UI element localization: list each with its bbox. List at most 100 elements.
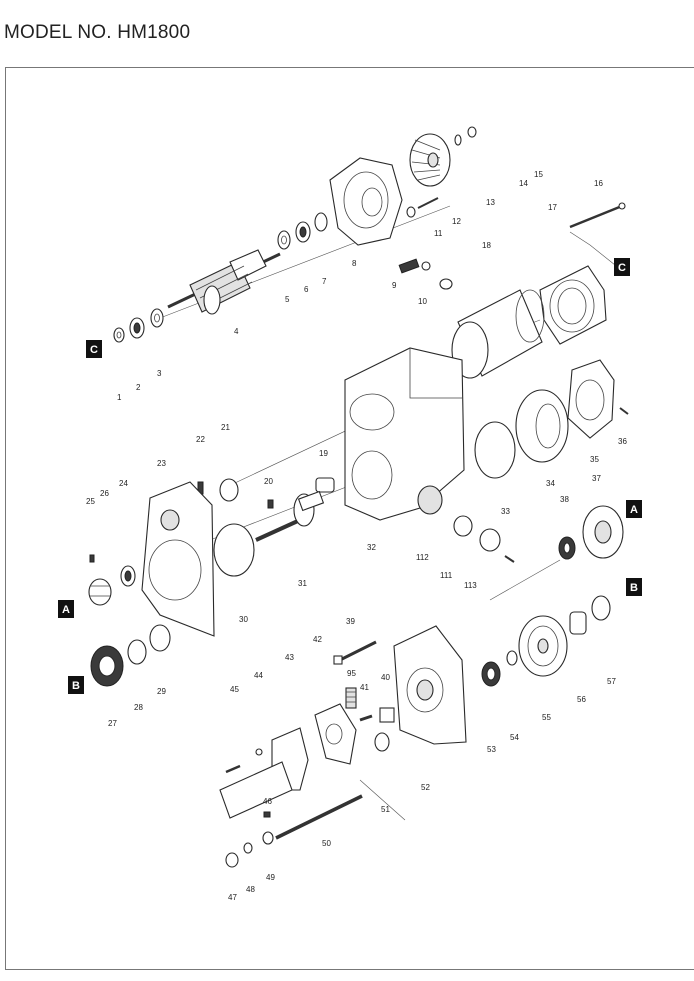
svg-text:A: A	[630, 504, 638, 516]
part-number-labels: 1 2 3 4 5 6 7 8 9 10 11 12 13 14 15 16 1…	[86, 170, 627, 902]
part-19-bushing	[315, 477, 335, 493]
part-11-washer	[406, 206, 416, 218]
part-5-washer	[277, 230, 291, 250]
part-41-plunger	[359, 714, 373, 722]
reference-marker-c-right: C	[614, 258, 630, 276]
part-13-fan	[409, 133, 451, 187]
label-part-40: 40	[381, 673, 390, 682]
label-part-23: 23	[157, 459, 166, 468]
label-part-21: 21	[221, 423, 230, 432]
part-50-shaft	[275, 794, 363, 840]
svg-text:B: B	[72, 680, 80, 692]
part-48-washer	[243, 842, 253, 854]
part-1-washer	[113, 327, 125, 343]
part-112-plate	[453, 515, 473, 537]
part-95-spring	[345, 687, 357, 709]
part-44-pin	[255, 748, 263, 756]
part-30-gasket	[213, 523, 255, 577]
label-part-20: 20	[264, 477, 273, 486]
label-part-51: 51	[381, 805, 390, 814]
part-52-lower-housing	[393, 625, 467, 745]
part-7-ring	[314, 212, 328, 232]
svg-text:C: C	[90, 344, 98, 356]
part-42-flange	[314, 703, 357, 765]
part-31-crank-shaft	[255, 490, 325, 542]
label-part-39: 39	[346, 617, 355, 626]
label-part-52: 52	[421, 783, 430, 792]
label-part-14: 14	[519, 179, 528, 188]
part-25-key	[89, 554, 95, 563]
part-39-bolt	[333, 640, 377, 665]
label-part-32: 32	[367, 543, 376, 552]
part-17-field	[539, 265, 607, 345]
part-53-bearing	[481, 661, 501, 687]
part-38-bearing	[558, 536, 576, 560]
label-part-13: 13	[486, 198, 495, 207]
label-part-34: 34	[546, 479, 555, 488]
label-part-28: 28	[134, 703, 143, 712]
model-title: MODEL NO. HM1800	[4, 22, 191, 43]
label-part-26: 26	[100, 489, 109, 498]
part-46-key	[263, 811, 271, 818]
part-6-bearing	[295, 221, 311, 243]
part-27-bearing	[90, 645, 124, 687]
part-49-washer	[262, 831, 274, 845]
label-part-1: 1	[117, 393, 122, 402]
label-part-50: 50	[322, 839, 331, 848]
part-12-screw	[417, 197, 439, 209]
reference-marker-b-left: B	[68, 676, 84, 694]
label-part-5: 5	[285, 295, 290, 304]
label-part-111: 111	[440, 571, 453, 580]
svg-text:A: A	[62, 604, 70, 616]
label-part-30: 30	[239, 615, 248, 624]
part-23-gear-cover	[141, 481, 215, 637]
label-part-46: 46	[263, 797, 272, 806]
part-45-screw	[225, 764, 241, 774]
part-16-bolt	[569, 202, 626, 229]
label-part-37: 37	[592, 474, 601, 483]
label-part-42: 42	[313, 635, 322, 644]
part-56-sleeve	[569, 611, 587, 635]
label-part-24: 24	[119, 479, 128, 488]
reference-marker-a-left: A	[58, 600, 74, 618]
label-part-29: 29	[157, 687, 166, 696]
label-part-38: 38	[560, 495, 569, 504]
part-21-o-ring	[219, 478, 239, 502]
part-20-pin	[267, 499, 274, 509]
label-part-113: 113	[464, 581, 477, 590]
label-part-112: 112	[416, 553, 429, 562]
label-part-43: 43	[285, 653, 294, 662]
part-9-brush	[398, 258, 431, 274]
label-part-27: 27	[108, 719, 117, 728]
label-part-45: 45	[230, 685, 239, 694]
handle-body	[219, 761, 293, 819]
label-part-8: 8	[352, 259, 357, 268]
part-8-housing	[329, 157, 403, 246]
label-part-53: 53	[487, 745, 496, 754]
label-part-18: 18	[482, 241, 491, 250]
reference-marker-b-right: B	[626, 578, 642, 596]
part-26-gear	[88, 578, 112, 606]
label-part-35: 35	[590, 455, 599, 464]
label-part-9: 9	[392, 281, 397, 290]
part-36-screw	[619, 407, 629, 415]
label-part-22: 22	[196, 435, 205, 444]
label-part-36: 36	[618, 437, 627, 446]
label-part-48: 48	[246, 885, 255, 894]
part-4-armature	[167, 249, 281, 315]
part-35-rear-cover	[567, 359, 615, 439]
part-54-ring	[506, 650, 518, 666]
part-10-cap	[439, 278, 453, 290]
part-37-gear	[582, 505, 624, 559]
label-part-7: 7	[322, 277, 327, 286]
part-14-washer	[454, 134, 462, 146]
part-113-screw	[504, 555, 515, 563]
label-part-15: 15	[534, 170, 543, 179]
part-24-bearing	[120, 565, 136, 587]
label-part-44: 44	[254, 671, 263, 680]
part-51-nut	[374, 732, 390, 752]
label-part-49: 49	[266, 873, 275, 882]
label-part-55: 55	[542, 713, 551, 722]
label-part-16: 16	[594, 179, 603, 188]
